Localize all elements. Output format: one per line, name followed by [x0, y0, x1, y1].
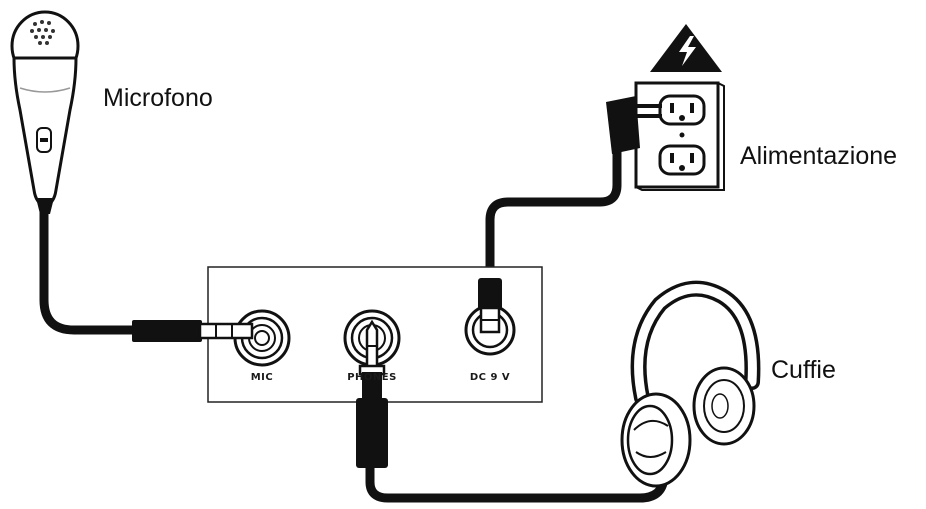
microphone-label: Microfono: [103, 84, 213, 112]
phones-plug: [356, 319, 388, 468]
warning-high-voltage-icon: [650, 24, 722, 72]
phones-port-label: PHONES: [347, 372, 397, 383]
mic-plug: [132, 320, 254, 342]
wall-outlet-icon: [634, 81, 725, 191]
headphones-cable: [365, 440, 671, 503]
headphones-label: Cuffie: [771, 356, 836, 384]
dc-plug: [478, 278, 502, 334]
mic-port-label: MIC: [251, 372, 274, 383]
power-label: Alimentazione: [740, 142, 898, 170]
headphones-icon: [620, 280, 761, 488]
power-adapter-icon: [606, 96, 662, 154]
microphone-cable: [39, 207, 141, 335]
microphone-icon: [10, 10, 80, 214]
dc-port-label: DC 9 V: [470, 372, 510, 383]
power-cable: [485, 147, 622, 287]
